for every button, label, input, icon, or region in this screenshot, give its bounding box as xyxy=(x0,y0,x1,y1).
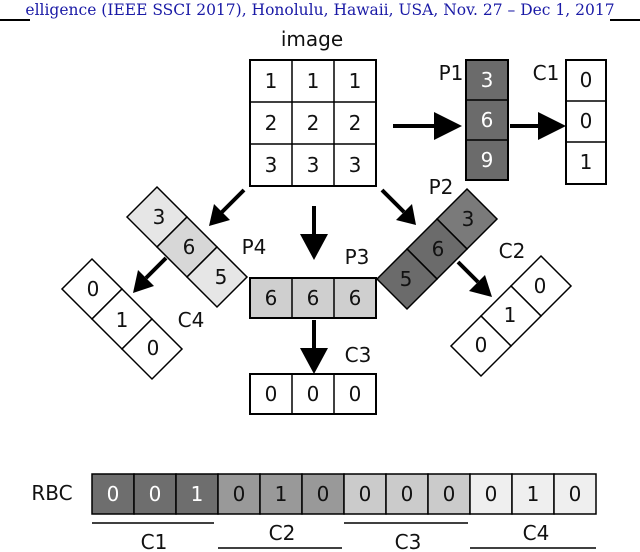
rbc-bit: 0 xyxy=(107,482,120,506)
header-underline-left xyxy=(0,19,30,21)
p2-cell: 6 xyxy=(432,237,445,261)
arrowhead-p2-to-c2 xyxy=(469,275,492,297)
rbc-bit: 0 xyxy=(443,482,456,506)
rbc-bit: 1 xyxy=(275,482,288,506)
c2-cell: 0 xyxy=(475,333,488,357)
rbc-bit: 1 xyxy=(527,482,540,506)
c2-cell: 1 xyxy=(504,303,517,327)
image-cell: 1 xyxy=(349,69,362,93)
rbc-bit: 0 xyxy=(485,482,498,506)
p4-cell: 5 xyxy=(215,265,228,289)
c2-label: C2 xyxy=(499,239,526,263)
arrow-image-to-p2 xyxy=(380,188,406,214)
rbc-bit: 0 xyxy=(149,482,162,506)
rbc-bit: 0 xyxy=(569,482,582,506)
p3-cell: 6 xyxy=(265,286,278,310)
rbc-bit: 0 xyxy=(359,482,372,506)
c2-cell: 0 xyxy=(534,274,547,298)
image-cell: 3 xyxy=(265,153,278,177)
p3-label: P3 xyxy=(345,245,370,269)
c1-label: C1 xyxy=(533,61,560,85)
c1-cell: 0 xyxy=(580,109,593,133)
image-cell: 3 xyxy=(307,153,320,177)
image-label: image xyxy=(281,27,343,51)
p1-cell: 9 xyxy=(481,148,494,172)
p2-label: P2 xyxy=(429,175,454,199)
p2-strip: 3 6 5 xyxy=(375,187,499,311)
arrow-image-to-p4 xyxy=(219,188,246,215)
c3-cell: 0 xyxy=(265,382,278,406)
c1-cell: 0 xyxy=(580,68,593,92)
p3-cell: 6 xyxy=(307,286,320,310)
p4-strip: 3 6 5 xyxy=(125,185,249,309)
image-grid: 1 1 1 2 2 2 3 3 3 xyxy=(249,59,377,187)
image-cell: 3 xyxy=(349,153,362,177)
arrowhead-image-to-p2 xyxy=(396,204,416,225)
c4-label: C4 xyxy=(178,308,205,332)
c3-cell: 0 xyxy=(349,382,362,406)
c4-cell: 0 xyxy=(147,336,160,360)
arrow-p4-to-c4 xyxy=(144,256,168,280)
image-cell: 1 xyxy=(307,69,320,93)
image-cell: 2 xyxy=(349,111,362,135)
image-cell: 1 xyxy=(265,69,278,93)
c3-label: C3 xyxy=(345,343,372,367)
image-cell: 2 xyxy=(265,111,278,135)
c1-cell: 1 xyxy=(580,150,593,174)
rbc-group-label-c2: C2 xyxy=(269,521,296,545)
p1-cell: 3 xyxy=(481,68,494,92)
p1-column: 3 6 9 xyxy=(465,59,509,181)
arrowhead-p1-to-c1 xyxy=(538,112,566,140)
rbc-bit: 1 xyxy=(191,482,204,506)
rbc-row: 0 0 1 0 1 0 0 0 0 0 1 0 xyxy=(91,473,597,515)
p2-cell: 5 xyxy=(400,267,413,291)
rbc-label: RBC xyxy=(31,481,72,505)
c4-cell: 0 xyxy=(87,277,100,301)
c3-row: 0 0 0 xyxy=(249,373,377,415)
p4-label: P4 xyxy=(242,235,267,259)
c1-column: 0 0 1 xyxy=(565,59,607,185)
arrowhead-p3-to-c3 xyxy=(300,348,328,374)
image-cell: 2 xyxy=(307,111,320,135)
rbc-group-label-c4: C4 xyxy=(523,521,550,545)
rbc-group-label-c3: C3 xyxy=(395,530,422,552)
c3-cell: 0 xyxy=(307,382,320,406)
image-grid-border xyxy=(249,59,377,187)
rbc-group-label-c1: C1 xyxy=(141,530,168,552)
arrow-p2-to-c2 xyxy=(456,260,480,284)
p2-cell: 3 xyxy=(462,207,475,231)
header-underline-right xyxy=(610,19,640,21)
p1-cell: 6 xyxy=(481,108,494,132)
arrowhead-p4-to-c4 xyxy=(133,270,154,293)
p4-cell: 3 xyxy=(153,205,166,229)
c4-cell: 1 xyxy=(116,308,129,332)
c2-strip: 0 1 0 xyxy=(449,254,573,378)
p1-label: P1 xyxy=(439,61,464,85)
c4-strip: 0 1 0 xyxy=(60,257,184,381)
arrowhead-image-to-p4 xyxy=(209,204,230,226)
rbc-bit: 0 xyxy=(401,482,414,506)
arrowhead-image-to-p3 xyxy=(300,234,328,260)
rbc-bit: 0 xyxy=(233,482,246,506)
p3-cell: 6 xyxy=(349,286,362,310)
page-header-citation: elligence (IEEE SSCI 2017), Honolulu, Ha… xyxy=(25,1,615,19)
p4-cell: 6 xyxy=(183,235,196,259)
arrowhead-image-to-p1 xyxy=(434,112,462,140)
rbc-bit: 0 xyxy=(317,482,330,506)
p3-row: 6 6 6 xyxy=(249,277,377,319)
